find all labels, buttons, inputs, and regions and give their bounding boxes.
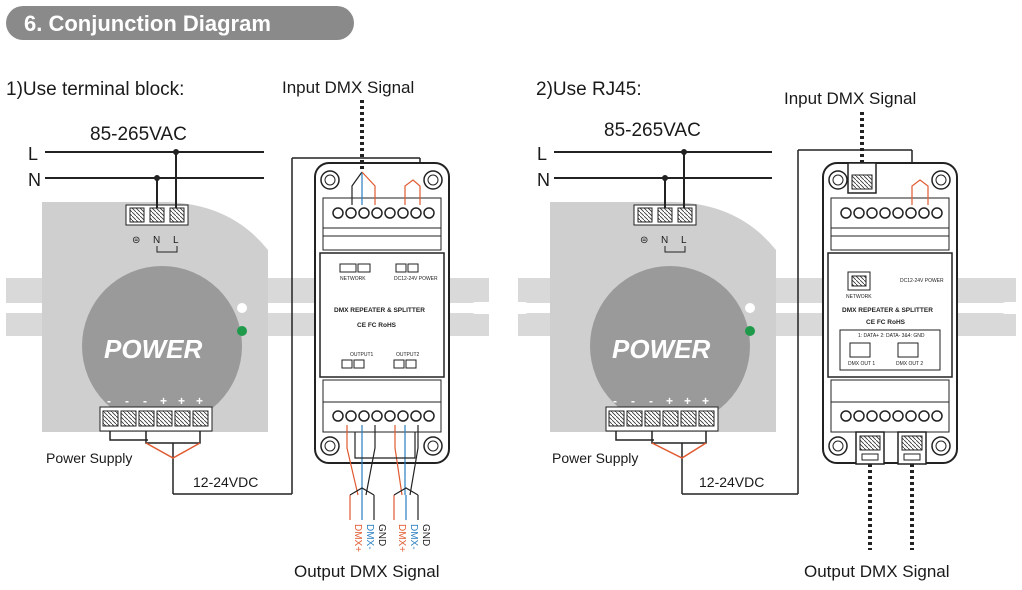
section1-line-n: N (28, 170, 41, 190)
wire-label: DMX- (408, 524, 419, 550)
output-dmx-cables (346, 425, 419, 520)
module-name: DMX REPEATER & SPLITTER (842, 307, 933, 314)
polarity-label: + (160, 394, 167, 408)
ac-terminal-block: ⊜ N L (125, 204, 189, 253)
ac-wires (45, 151, 264, 208)
section2-ac-voltage: 85-265VAC (604, 120, 701, 141)
module-output2-label: OUTPUT2 (396, 352, 420, 358)
module-name: DMX REPEATER & SPLITTER (334, 307, 425, 314)
dc-terminal-block: - - - + + + (605, 394, 719, 432)
module-port-header: 1: DATA+ 2: DATA- 3&4: GND (858, 333, 925, 339)
terminal-l-label: L (681, 235, 687, 246)
psu-caption: Power Supply (552, 450, 638, 466)
wire-label: DMX+ (352, 524, 363, 552)
input-rj45-cable (860, 112, 929, 205)
led-white-indicator (745, 303, 755, 313)
polarity-label: - (649, 394, 653, 408)
dc-voltage: 12-24VDC (699, 474, 764, 490)
module-out2-label: DMX OUT 2 (896, 361, 923, 367)
polarity-label: + (196, 394, 203, 408)
wire-label: GND (420, 524, 431, 546)
section2-heading: 2)Use RJ45: (536, 79, 642, 100)
output-wire-labels: DMX+ DMX- GND DMX+ DMX- GND (352, 524, 431, 552)
dc-terminal-block: - - - + + + (99, 394, 213, 432)
polarity-label: + (684, 394, 691, 408)
section2-line-n: N (537, 170, 550, 190)
polarity-label: - (613, 394, 617, 408)
wire-label: DMX- (364, 524, 375, 550)
polarity-label: + (666, 394, 673, 408)
module-certs: CE FC RoHS (357, 322, 397, 329)
input-dmx-cable (351, 100, 421, 205)
polarity-label: - (107, 394, 111, 408)
terminal-ground-label: ⊜ (132, 235, 140, 246)
section2-input-signal: Input DMX Signal (784, 89, 916, 108)
terminal-ground-label: ⊜ (640, 235, 648, 246)
polarity-label: + (178, 394, 185, 408)
section-rj45: 2)Use RJ45: Input DMX Signal 85-265VAC L… (500, 79, 1022, 581)
page-title: 6. Conjunction Diagram (24, 11, 271, 36)
module-certs: CE FC RoHS (866, 319, 906, 326)
psu-label: POWER (104, 334, 202, 364)
module-network-label: NETWORK (846, 294, 872, 300)
wire-label: GND (376, 524, 387, 546)
section2-line-l: L (537, 144, 547, 164)
section1-line-l: L (28, 144, 38, 164)
module-output1-label: OUTPUT1 (350, 352, 374, 358)
led-white-indicator (237, 303, 247, 313)
module-out1-label: DMX OUT 1 (848, 361, 875, 367)
dc-voltage: 12-24VDC (193, 474, 258, 490)
terminal-l-label: L (173, 235, 179, 246)
dmx-repeater-module: NETWORK DC12-24V POWER DMX REPEATER & SP… (822, 162, 958, 465)
section-terminal-block: 1)Use terminal block: Input DMX Signal 8… (6, 78, 500, 581)
ac-terminal-block: ⊜ N L (633, 204, 697, 253)
polarity-label: - (125, 394, 129, 408)
module-network-label: NETWORK (340, 276, 366, 282)
section1-ac-voltage: 85-265VAC (90, 124, 187, 145)
section1-input-signal: Input DMX Signal (282, 78, 414, 97)
terminal-n-label: N (661, 235, 668, 246)
module-power-label: DC12-24V POWER (900, 278, 944, 284)
dmx-repeater-module: NETWORK DC12-24V POWER DMX REPEATER & SP… (314, 162, 450, 464)
section2-output-signal: Output DMX Signal (804, 562, 950, 581)
module-power-label: DC12-24V POWER (394, 276, 438, 282)
power-supply: POWER (42, 201, 268, 432)
section1-heading: 1)Use terminal block: (6, 79, 184, 100)
polarity-label: + (702, 394, 709, 408)
polarity-label: - (143, 394, 147, 408)
section1-output-signal: Output DMX Signal (294, 562, 440, 581)
psu-label: POWER (612, 334, 710, 364)
title-banner: 6. Conjunction Diagram (6, 6, 354, 40)
led-green-indicator (237, 326, 247, 336)
psu-caption: Power Supply (46, 450, 132, 466)
terminal-n-label: N (153, 235, 160, 246)
led-green-indicator (745, 326, 755, 336)
wire-label: DMX+ (396, 524, 407, 552)
power-supply: POWER (550, 201, 776, 432)
polarity-label: - (631, 394, 635, 408)
output-rj45-cables (868, 464, 914, 550)
